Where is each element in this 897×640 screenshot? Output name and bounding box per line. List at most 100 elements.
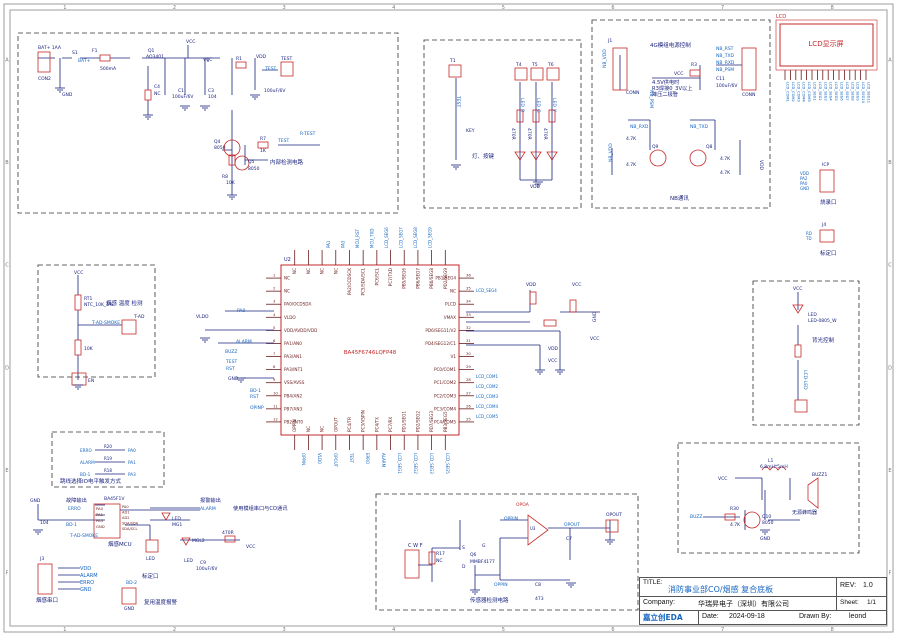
- nb-psm-net-label: NB_PSM: [716, 67, 734, 73]
- rev-label: REV:: [840, 582, 857, 589]
- u2-top-pin-label: PC7/TXD: [388, 268, 393, 286]
- opa-label: OPOA: [516, 502, 530, 508]
- gnd-label: GND: [592, 311, 598, 322]
- r17-label: R17: [436, 551, 445, 557]
- u3-left-pin-label: GND: [96, 524, 105, 529]
- frame-col-bottom-label: 4: [392, 627, 395, 633]
- q8-label: Q8: [706, 144, 713, 150]
- frame-row-left-label: F: [6, 571, 9, 577]
- gnd-label: GND: [62, 92, 73, 98]
- r24: [516, 109, 524, 123]
- u2-right-pin-number: 33: [466, 312, 471, 317]
- u2-left-pin-label: PB7/AN3: [284, 406, 302, 411]
- j3-pin-net-label: ALARM: [80, 573, 98, 579]
- u2-bottom-pin-label: PC7/RX: [388, 417, 393, 432]
- conn-label: CONN: [626, 90, 639, 96]
- u2-bottom-pin-label: OPOUT: [333, 417, 338, 432]
- u2-right-pin-number: 26: [466, 403, 471, 408]
- lcd-outline: [775, 19, 878, 71]
- date-value: 2024-09-18: [729, 613, 765, 620]
- d-label: D: [462, 564, 466, 570]
- q9-label: Q9: [652, 144, 659, 150]
- vcc-label: VCC: [548, 358, 557, 364]
- u2-bottom-pin-label: PD7/SEG3: [429, 411, 434, 432]
- u2-left-pin-label: VLDO: [284, 315, 296, 320]
- u2-bottom-net-label: LCD_SEG2: [413, 453, 418, 474]
- lcd-pin-net-label: LCD_SEG5: [834, 82, 838, 101]
- component-symbols: [37, 47, 835, 605]
- u3-right-pin-label: SDA/SCL: [122, 527, 137, 531]
- led-label: LED: [184, 558, 193, 564]
- u2-left-pin-label: PA3/INT1: [284, 367, 303, 372]
- t4-pad: [514, 67, 528, 81]
- vdd-label: VDD: [548, 346, 559, 352]
- u3-right-pin-label: AD1: [122, 511, 130, 515]
- mg1-label: MG1: [172, 522, 182, 528]
- j4-label: J4: [821, 222, 826, 228]
- opinp-net-label: OPINP: [250, 405, 264, 411]
- u2-right-pin-number: 32: [466, 325, 471, 330]
- u3-right-pin-label: AD2: [122, 516, 130, 520]
- c8-label: C8: [535, 582, 541, 588]
- alarm-net-label: ALARM: [200, 506, 216, 512]
- bat-label: BAT+ 1AA: [38, 45, 62, 51]
- u2-top-pin-label: NC: [320, 268, 325, 274]
- c4-value: NC: [154, 91, 161, 97]
- sheet-label: Sheet:: [840, 599, 859, 606]
- u3-left-pin-label: PA0: [96, 506, 104, 511]
- logo-cell: 嘉立创EDA: [640, 611, 699, 624]
- j4-connector: [819, 229, 835, 243]
- rst-net-label: RST: [226, 366, 235, 372]
- c1-label: C1: [178, 88, 184, 94]
- lcd-pin-net-label: LCD_SEG4: [829, 82, 833, 101]
- t4-label: T4: [515, 62, 522, 68]
- u2-left-pin-number: 7: [273, 351, 276, 356]
- u2-right-pin-label: PB1/SEG4: [435, 276, 456, 281]
- nb-connector: [741, 47, 757, 91]
- u2-bottom-pin-label: PD2/SEG2: [415, 411, 420, 432]
- l1-value: 6.8mH*5mH: [760, 464, 788, 470]
- u2-bottom-net-label: VLDO: [317, 453, 322, 464]
- u2-chip-body: [280, 264, 460, 436]
- u3-left-pin-label: PA3: [96, 518, 104, 523]
- lcd-pin-net-label: LCD_SEG6: [840, 82, 844, 101]
- buzzer-symbol: [807, 477, 819, 509]
- buzzer-title: 无源蜂鸣器: [792, 509, 817, 516]
- io-select-title: 跳线选择IO电平触发方式: [60, 477, 121, 485]
- temp-block-title: 烟感 温度 检测: [106, 299, 143, 307]
- u2-right-pin-label: NC: [450, 289, 456, 294]
- s1-label: S1: [72, 50, 78, 56]
- sheet-cell: Sheet: 1/1: [837, 597, 886, 611]
- c3-value: 104: [208, 94, 217, 100]
- r8-label: R8: [222, 174, 228, 180]
- vcc-label: VCC: [74, 270, 83, 276]
- j3-connector: [37, 563, 53, 595]
- gnd-label: GND: [30, 498, 41, 504]
- r8: [228, 154, 236, 166]
- u2-top-pin-label: NC: [333, 268, 338, 274]
- u2-left-pin-number: 12: [273, 416, 278, 421]
- u2-top-net-label: PA1: [326, 240, 331, 248]
- inner-frame: [9, 9, 888, 627]
- u2-top-pin-label: NC: [292, 268, 297, 274]
- test-net-label: TEST: [277, 138, 289, 144]
- r-vmax: [543, 319, 557, 327]
- u2-ref: U2: [284, 257, 291, 263]
- fault-out-title: 故障输出: [66, 496, 87, 504]
- tad-pad: [121, 319, 137, 335]
- j1-connector: [612, 47, 628, 91]
- title-value: 消防事业部CO/烟感 复合底板: [668, 585, 774, 594]
- u2-left-pin-number: 3: [273, 299, 276, 304]
- u2-right-net-label: LCD_COM2: [476, 384, 498, 389]
- j3-pin-net-label: ERRO: [80, 580, 94, 586]
- lcd-pin-net-label: LCD_SEG11: [867, 82, 871, 103]
- f1-label: F1: [92, 48, 98, 54]
- conn-label: CONN: [742, 92, 755, 98]
- u3-chip-name: BA45F1V: [104, 496, 125, 502]
- u2-part-name: BA45F6746LQFP48: [344, 350, 397, 356]
- u2-bottom-net-label: TEST: [349, 452, 354, 464]
- u2-right-net-label: LCD_COM5: [476, 414, 498, 419]
- u2-left-pin-label: NC: [284, 276, 290, 281]
- pa0-net-label: PA0: [237, 308, 246, 314]
- lcd-pin-net-label: LCD_COM2: [791, 82, 795, 102]
